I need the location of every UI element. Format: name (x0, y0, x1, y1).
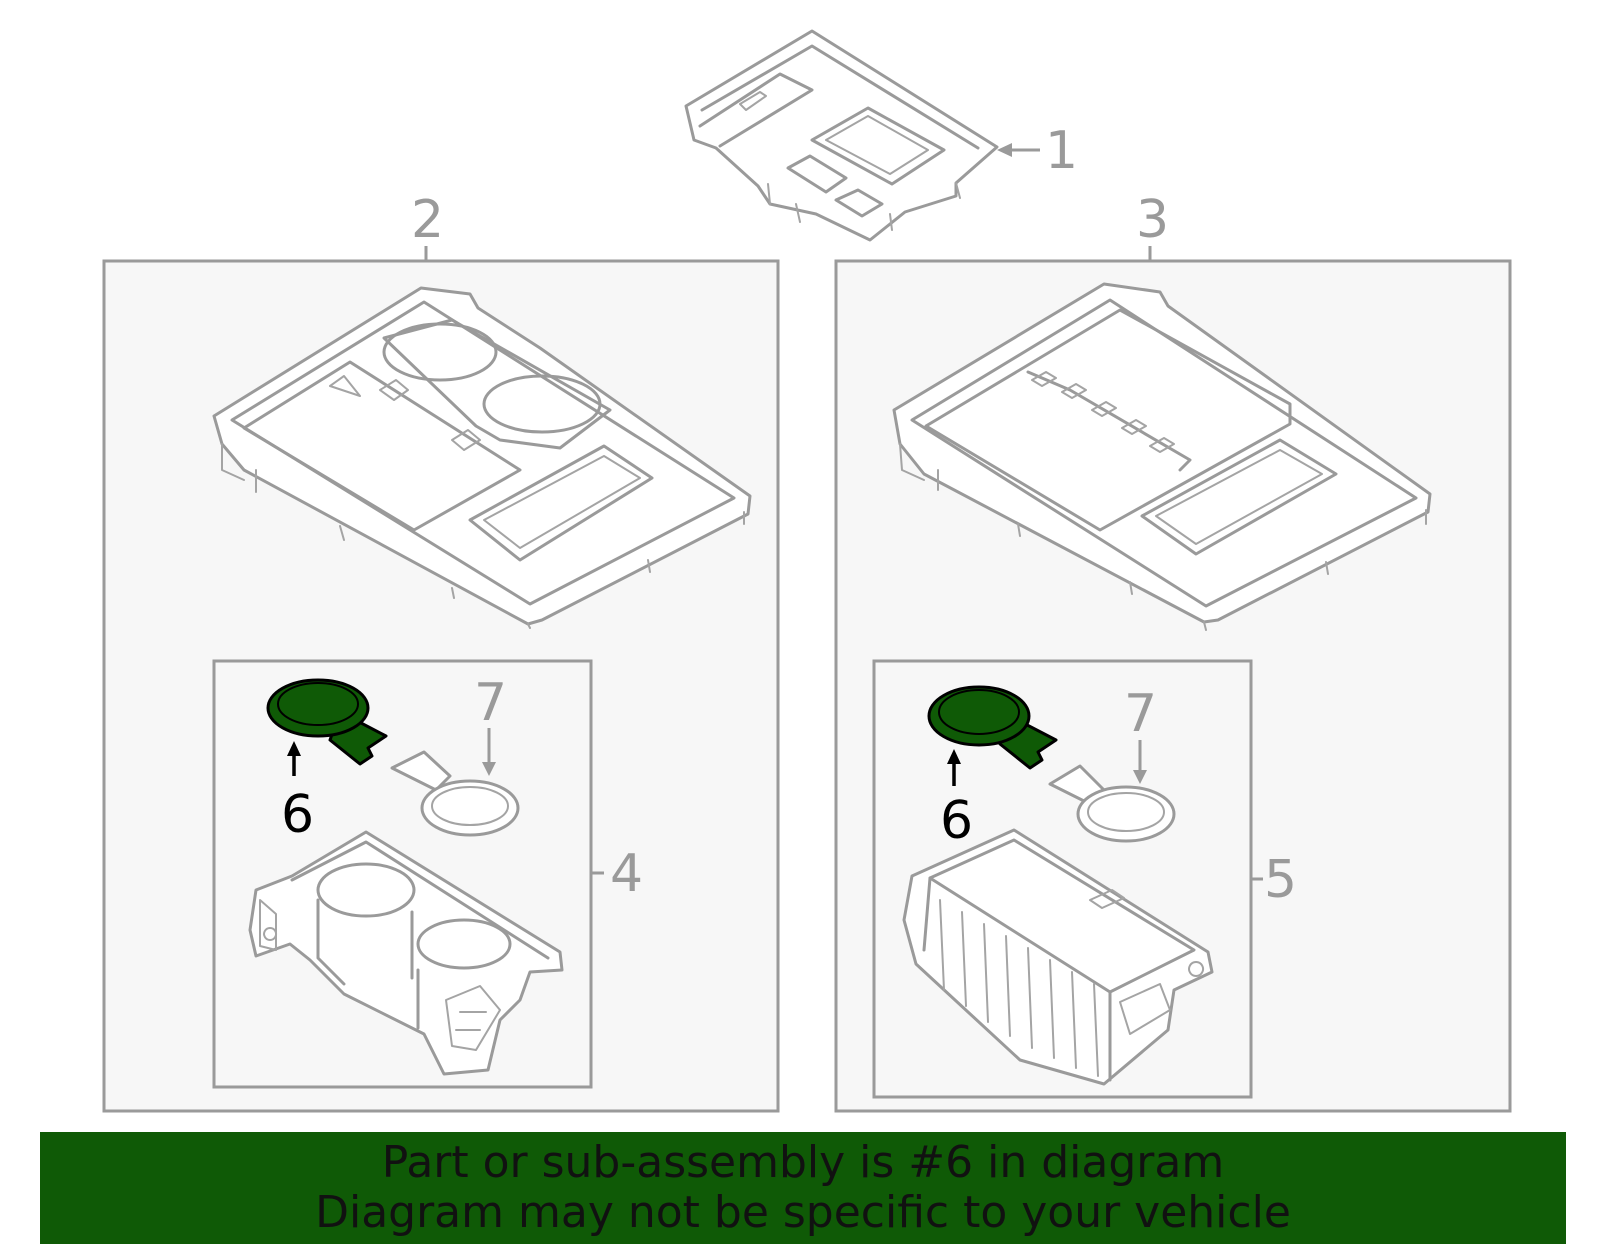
callout-7-right: 7 (1124, 684, 1157, 744)
part-7-cup-insert-left (390, 750, 520, 837)
callout-7-left: 7 (474, 673, 507, 733)
banner-line-2: Diagram may not be specific to your vehi… (315, 1187, 1291, 1238)
arrowhead-7-left (482, 762, 496, 776)
arrowhead-6-right (947, 749, 961, 764)
part-3-console-trim (892, 282, 1432, 631)
arrowhead-1 (997, 143, 1012, 157)
part-5-storage-bin-assembly (902, 828, 1214, 1086)
callout-6-left: 6 (281, 785, 314, 845)
callout-5: 5 (1264, 850, 1297, 910)
part-2-console-trim (212, 286, 752, 629)
part-1-trim-panel (684, 29, 999, 242)
part-4-cupholder-assembly (248, 830, 564, 1076)
callout-3: 3 (1136, 190, 1169, 250)
banner-line-1: Part or sub-assembly is #6 in diagram (381, 1137, 1225, 1188)
arrowhead-7-right (1133, 770, 1147, 784)
part-6-cup-liner-left (266, 678, 388, 766)
callout-4: 4 (610, 844, 643, 904)
callout-2: 2 (411, 190, 444, 250)
part-7-cup-insert-right (1048, 764, 1176, 843)
callout-1: 1 (1045, 121, 1078, 181)
info-banner: Part or sub-assembly is #6 in diagram Di… (40, 1132, 1566, 1244)
callout-6-right: 6 (940, 791, 973, 851)
part-6-cup-liner-right (927, 685, 1058, 770)
arrowhead-6-left (287, 741, 301, 756)
